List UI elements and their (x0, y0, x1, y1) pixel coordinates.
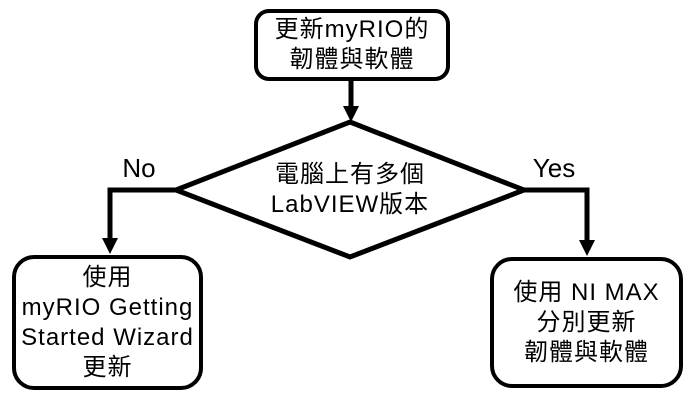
no-branch-arrowhead-icon (102, 238, 118, 254)
decision-node-line: 電腦上有多個 (275, 161, 425, 188)
start-node-line: 更新myRIO的 (274, 16, 430, 43)
start-to-decision-arrowhead-icon (343, 106, 359, 122)
start-node: 更新myRIO的 韌體與軟體 (254, 9, 450, 81)
nimax-node-line: 韌體與軟體 (524, 338, 649, 366)
wizard-node-line: 使用 (82, 263, 133, 291)
yes-branch-arrowhead-icon (579, 240, 595, 256)
nimax-node-line: 使用 NI MAX (513, 278, 660, 306)
wizard-node-line: myRIO Getting (21, 293, 194, 321)
yes-branch-label: Yes (532, 153, 576, 183)
start-node-line: 韌體與軟體 (289, 46, 415, 73)
nimax-result-node: 使用 NI MAX 分別更新 韌體與軟體 (490, 257, 683, 388)
nimax-node-line: 分別更新 (536, 308, 637, 336)
wizard-node-line: 更新 (82, 353, 133, 381)
decision-node-label: 電腦上有多個 LabVIEW版本 (220, 158, 480, 222)
wizard-result-node: 使用 myRIO Getting Started Wizard 更新 (12, 255, 203, 390)
decision-diamond-shape (169, 119, 531, 260)
decision-node-line: LabVIEW版本 (270, 191, 430, 218)
no-branch-label: No (122, 153, 156, 183)
yes-branch-arrow (522, 187, 590, 242)
no-branch-arrow (107, 187, 178, 240)
wizard-node-line: Started Wizard (21, 323, 194, 351)
